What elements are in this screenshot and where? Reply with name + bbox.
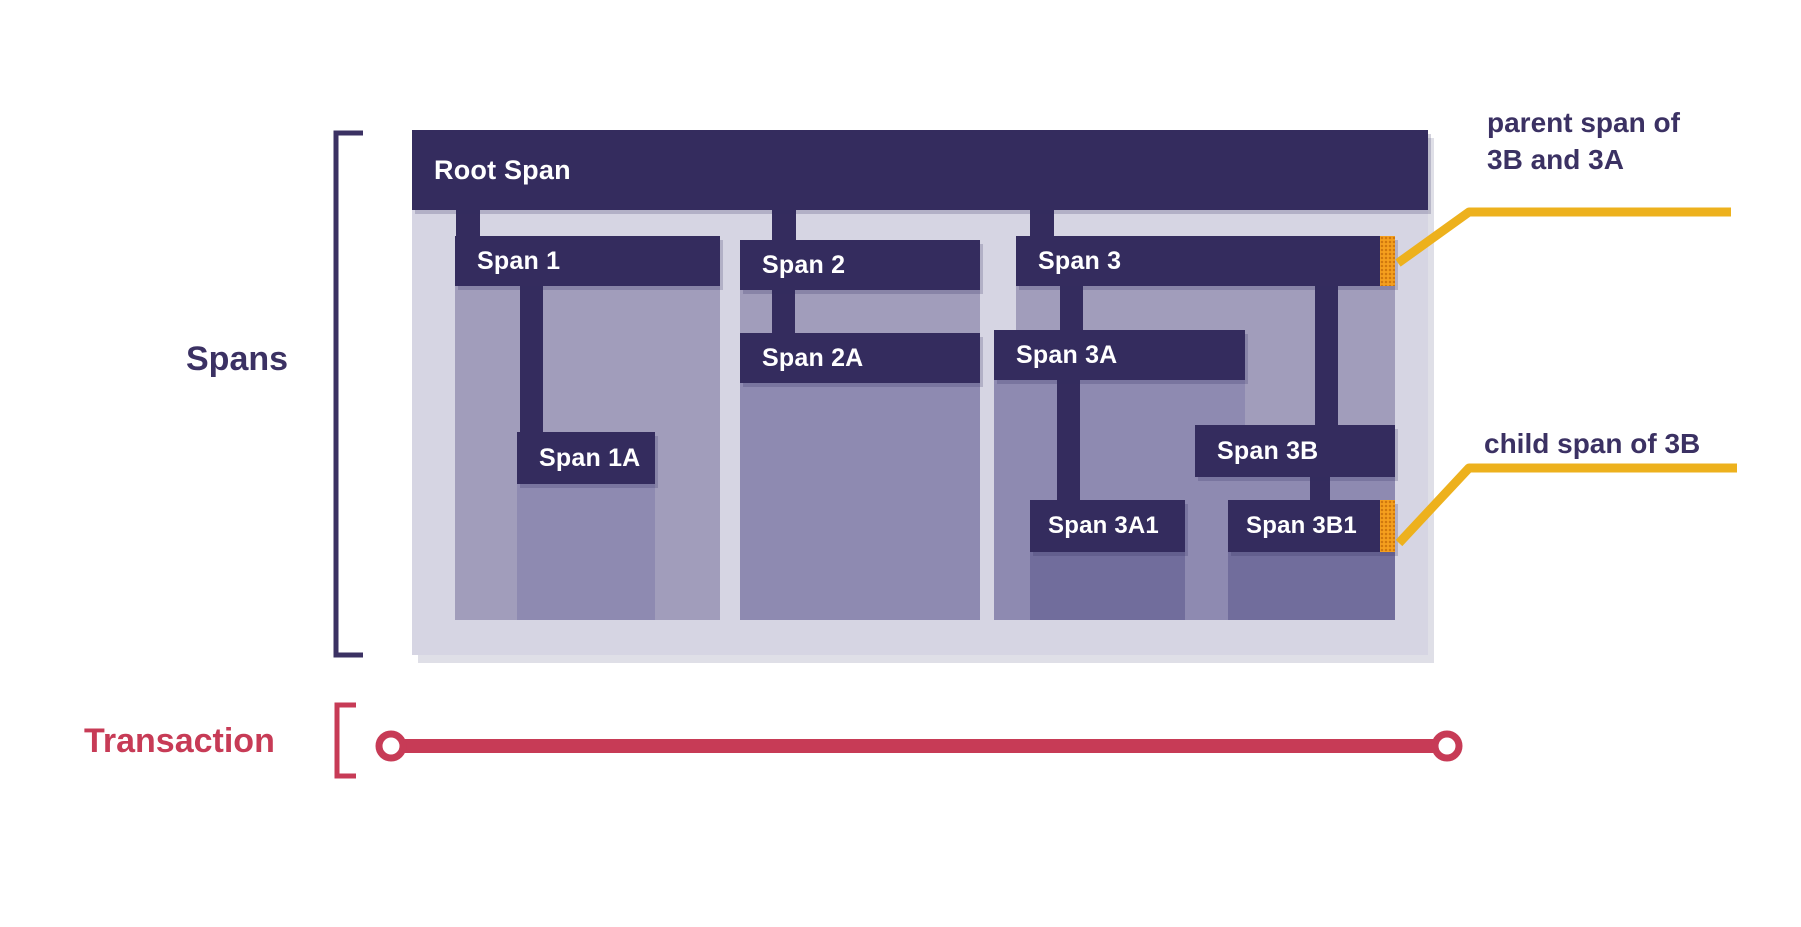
span-label-span3b1: Span 3B1 xyxy=(1246,512,1357,539)
child-callout-line xyxy=(1395,463,1737,547)
span-bar-span2: Span 2 xyxy=(740,240,980,290)
parent-span-marker xyxy=(1380,236,1395,286)
span-bar-span3b: Span 3B xyxy=(1195,425,1395,477)
span-label-span3a1: Span 3A1 xyxy=(1048,512,1159,539)
connector-span3-to-span3a xyxy=(1060,286,1083,330)
span-bar-span1a: Span 1A xyxy=(517,432,655,484)
annotation-child-span: child span of 3B xyxy=(1484,428,1701,459)
duration-shade-span3a1 xyxy=(1030,552,1185,620)
duration-shade-span1a xyxy=(517,484,655,620)
parent-callout-line xyxy=(1395,207,1731,267)
annotation-parent-span: parent span of 3B and 3A xyxy=(1487,104,1680,178)
annotation-parent-line2: 3B and 3A xyxy=(1487,144,1624,175)
connector-span3b-to-span3b1 xyxy=(1310,477,1330,500)
spans-bracket xyxy=(333,130,363,658)
connector-root-to-span2 xyxy=(772,210,796,240)
span-bar-span2a: Span 2A xyxy=(740,333,980,383)
span-bar-span1: Span 1 xyxy=(455,236,720,286)
span-label-span3: Span 3 xyxy=(1038,246,1122,275)
connector-span1-to-span1a xyxy=(520,286,543,432)
connector-span2-to-span2a xyxy=(772,290,795,333)
annotation-parent-line1: parent span of xyxy=(1487,107,1680,138)
span-bar-root: Root Span xyxy=(412,130,1428,210)
connector-root-to-span1 xyxy=(456,210,480,236)
span-bar-span3a: Span 3A xyxy=(994,330,1245,380)
transaction-start-circle xyxy=(375,730,407,762)
duration-shade-span2a xyxy=(740,383,980,620)
child-span-marker xyxy=(1380,500,1395,552)
span-label-span2a: Span 2A xyxy=(762,343,864,372)
span-bar-span3: Span 3 xyxy=(1016,236,1395,286)
connector-span3a-to-span3a1 xyxy=(1057,380,1080,500)
transaction-side-label: Transaction xyxy=(84,722,275,760)
connector-root-to-span3 xyxy=(1030,210,1054,236)
connector-span3-to-span3b xyxy=(1315,286,1338,425)
spans-side-label: Spans xyxy=(186,340,289,378)
span-label-root: Root Span xyxy=(434,154,571,185)
duration-shade-span3b1 xyxy=(1228,552,1395,620)
span-bar-span3b1: Span 3B1 xyxy=(1228,500,1395,552)
span-label-span1a: Span 1A xyxy=(539,443,641,472)
span-label-span3a: Span 3A xyxy=(1016,340,1118,369)
transaction-end-circle xyxy=(1431,730,1463,762)
span-label-span3b: Span 3B xyxy=(1217,436,1319,465)
transaction-bracket xyxy=(334,702,356,779)
span-label-span1: Span 1 xyxy=(477,246,561,275)
span-label-span2: Span 2 xyxy=(762,250,846,279)
span-bar-span3a1: Span 3A1 xyxy=(1030,500,1185,552)
